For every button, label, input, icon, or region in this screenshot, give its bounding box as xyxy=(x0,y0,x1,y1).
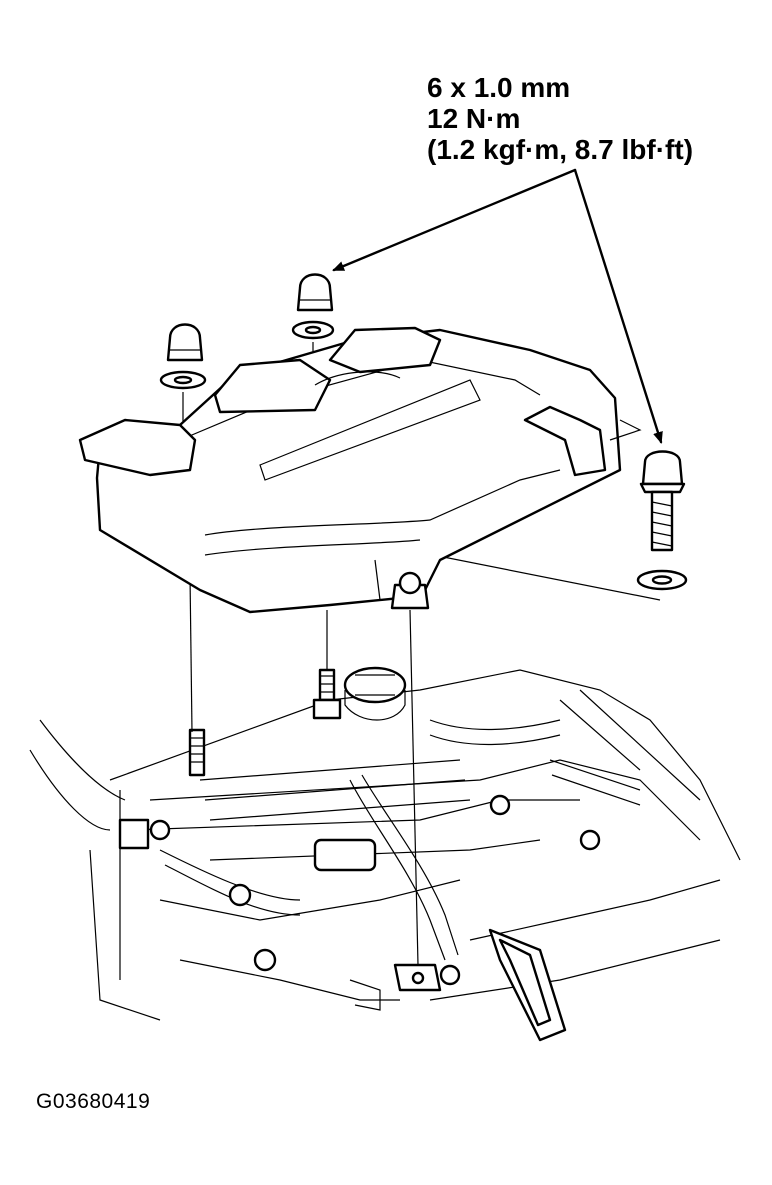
cap-nut-left xyxy=(159,323,207,390)
callout-arrows xyxy=(332,168,663,444)
flange-bolt xyxy=(636,450,688,591)
stud-center xyxy=(312,668,342,720)
torque-nm-label: 12 N·m xyxy=(427,103,521,134)
engine-cover xyxy=(78,326,642,614)
stud-left xyxy=(188,728,206,777)
cap-nut-center xyxy=(291,273,335,340)
mounting-studs xyxy=(188,668,342,777)
torque-spec-callout: 6 x 1.0 mm 12 N·m (1.2 kgf·m, 8.7 lbf·ft… xyxy=(427,72,693,165)
torque-imperial-label: (1.2 kgf·m, 8.7 lbf·ft) xyxy=(427,134,694,165)
arrow-to-cap-nut xyxy=(332,168,577,272)
figure-code: G03680419 xyxy=(36,1090,151,1113)
engine-assembly xyxy=(29,666,741,1042)
arrow-to-bolt xyxy=(573,168,663,444)
thread-size-label: 6 x 1.0 mm xyxy=(427,72,571,103)
